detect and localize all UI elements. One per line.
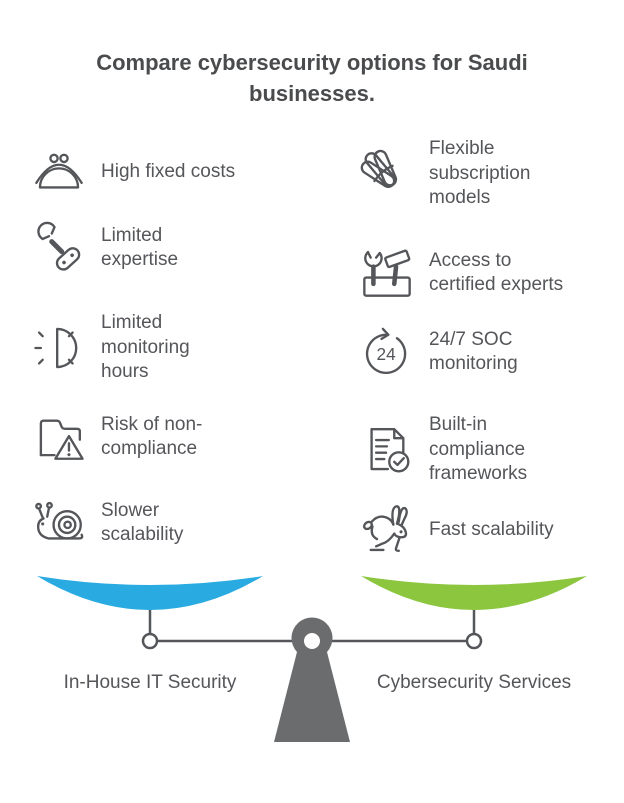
item-label: High fixed costs [101, 160, 236, 182]
fulcrum [274, 617, 350, 742]
flexible-bands-icon [360, 149, 398, 188]
repair-tools-icon [37, 221, 81, 271]
item-label: Flexible subscription models [429, 138, 531, 208]
left-pan-label: In-House IT Security [63, 672, 237, 693]
item-label: Limited monitoring hours [101, 312, 190, 382]
list-item-high-fixed-costs: High fixed costs [30, 143, 300, 201]
list-item-24-7-soc-monitoring: 24 24/7 SOC monitoring [358, 323, 624, 381]
soc-24-icon: 24 [365, 327, 407, 374]
right-beam-joint [465, 632, 483, 650]
right-pan-label: Cybersecurity Services [376, 672, 572, 693]
balance-scale [37, 576, 587, 742]
rabbit-icon [362, 505, 408, 553]
item-label: Built-in compliance frameworks [429, 414, 528, 484]
list-item-risk-of-non-compliance: Risk of non- compliance [30, 408, 300, 466]
item-label: Risk of non- compliance [101, 413, 203, 460]
left-beam-joint [141, 632, 159, 650]
left-pan-bowl [37, 576, 263, 610]
icon-24-text: 24 [377, 344, 397, 364]
item-label: Limited expertise [101, 224, 179, 271]
item-label: 24/7 SOC monitoring [429, 328, 518, 375]
list-item-fast-scalability: Fast scalability [358, 501, 624, 559]
item-label: Slower scalability [101, 499, 184, 546]
list-item-access-to-certified-experts: Access to certified experts [358, 244, 624, 302]
toolbox-icon [363, 249, 411, 297]
folder-warning-icon [39, 419, 84, 460]
list-item-limited-expertise: Limited expertise [30, 219, 300, 277]
page-title: Compare cybersecurity options for Saudi … [96, 50, 528, 106]
fulcrum-hole [304, 633, 320, 649]
list-item-slower-scalability: Slower scalability [30, 494, 300, 552]
snail-icon [35, 501, 84, 540]
list-item-flexible-subscription-models: Flexible subscription models [358, 137, 624, 211]
document-check-icon [370, 427, 410, 473]
item-label: Access to certified experts [429, 249, 564, 296]
coin-purse-icon [35, 153, 83, 189]
right-pan-bowl [361, 576, 587, 610]
limited-hours-clock-icon [34, 327, 78, 368]
list-item-limited-monitoring-hours: Limited monitoring hours [30, 311, 300, 385]
list-item-built-in-compliance-frameworks: Built-in compliance frameworks [358, 413, 624, 487]
item-label: Fast scalability [429, 518, 554, 540]
